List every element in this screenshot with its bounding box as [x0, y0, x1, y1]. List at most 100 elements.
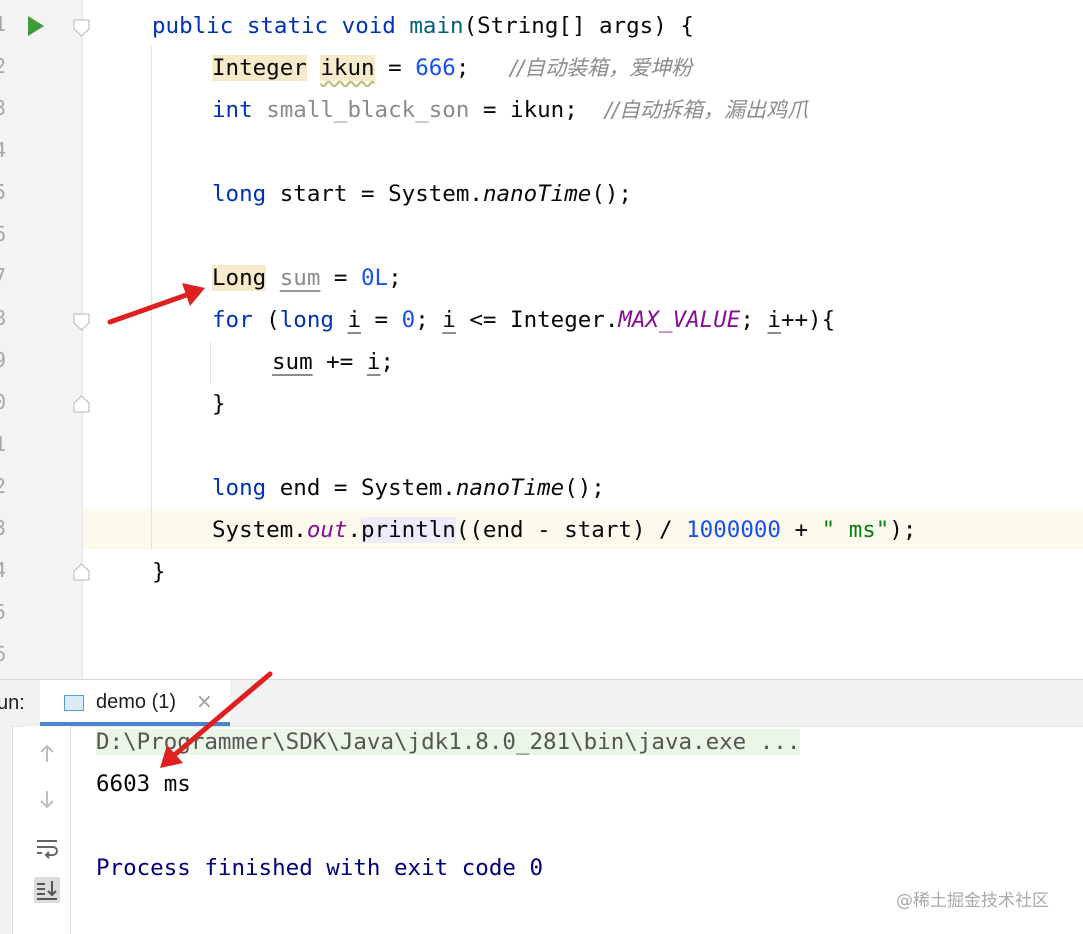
code-text: end = System. [266, 475, 456, 501]
console-command-line: D:\Programmer\SDK\Java\jdk1.8.0_281\bin\… [96, 729, 801, 755]
indent-guide [151, 46, 152, 550]
code-comment: //自动拆箱，漏出鸡爪 [604, 98, 809, 122]
line-number: 9 [0, 348, 7, 372]
code-text: ); [889, 517, 917, 543]
method-name: println [361, 517, 456, 543]
arrow-down-icon[interactable] [34, 786, 60, 812]
code-text: ((end - start) / [455, 517, 687, 543]
tab-demo[interactable]: demo (1) × [40, 680, 230, 726]
code-line: long start = System.nanoTime(); [212, 173, 632, 215]
keyword: for [212, 307, 253, 333]
line-number: 4 [0, 138, 7, 162]
variable-name: sum [279, 265, 321, 291]
run-gutter-icon[interactable] [28, 16, 44, 36]
run-label: un: [0, 692, 25, 714]
line-number: 3 [0, 516, 7, 540]
current-line-highlight [82, 509, 1083, 550]
line-number: 0 [0, 390, 7, 414]
code-comment: //自动装箱，爱坤粉 [510, 56, 693, 80]
line-number: 2 [0, 54, 7, 78]
scroll-to-end-icon[interactable] [34, 877, 60, 903]
constant-name: MAX_VALUE [618, 307, 741, 333]
editor-gutter: 1 2 3 4 5 6 7 8 9 0 1 2 3 4 5 6 [0, 0, 83, 679]
line-number: 5 [0, 180, 7, 204]
line-number: 3 [0, 96, 7, 120]
tab-label: demo (1) [96, 691, 177, 713]
code-text: ; [740, 307, 768, 333]
code-text: ; [380, 349, 394, 375]
console-output-line: 6603 ms [96, 771, 191, 797]
method-name: nanoTime [455, 475, 565, 501]
code-text: = [374, 55, 416, 81]
code-text: = ikun; [469, 97, 578, 123]
code-text: <= Integer. [455, 307, 619, 333]
code-line: System.out.println((end - start) / 10000… [212, 509, 916, 551]
run-left-toolbar [0, 726, 13, 934]
fold-open-icon[interactable] [73, 19, 90, 37]
number-literal: 666 [415, 55, 456, 81]
keyword: int [212, 97, 253, 123]
code-text: = [320, 265, 362, 291]
code-text: (String[] args) { [463, 13, 694, 39]
arrow-up-icon[interactable] [34, 741, 60, 767]
console-icon [64, 695, 84, 711]
fold-close-icon[interactable] [73, 563, 90, 581]
line-number: 1 [0, 432, 7, 456]
code-line: int small_black_son = ikun; //自动拆箱，漏出鸡爪 [212, 89, 808, 131]
variable-name: sum [272, 349, 313, 375]
number-literal: 0 [401, 307, 416, 333]
code-text: start = System. [266, 181, 483, 207]
keyword: long [212, 181, 267, 207]
keyword: long [212, 475, 267, 501]
keyword: public [152, 13, 234, 39]
code-editor[interactable]: 1 2 3 4 5 6 7 8 9 0 1 2 3 4 5 6 public s… [0, 0, 1083, 679]
method-name: main [409, 13, 464, 39]
code-text: + [780, 517, 822, 543]
code-text: } [212, 391, 226, 417]
line-number: 6 [0, 222, 7, 246]
line-number: 1 [0, 12, 7, 36]
code-text: ( [252, 307, 280, 333]
number-literal: 0L [361, 265, 389, 291]
type-name: Integer [212, 55, 307, 81]
code-text [334, 307, 348, 333]
fold-open-icon[interactable] [73, 313, 90, 331]
variable-name: i [442, 307, 456, 333]
code-line: public static void main(String[] args) { [152, 5, 694, 47]
code-text: (); [564, 475, 605, 501]
keyword: static [246, 13, 329, 39]
variable-name: i [347, 307, 362, 333]
code-text: += [312, 349, 367, 375]
method-name: nanoTime [482, 181, 592, 207]
keyword: long [279, 307, 334, 333]
variable-name: ikun [320, 55, 375, 81]
type-name: Long [212, 265, 267, 291]
code-text: } [152, 559, 166, 585]
string-literal: " ms" [821, 517, 890, 543]
line-number: 7 [0, 264, 7, 288]
code-line: } [152, 551, 166, 593]
code-text: System. [212, 517, 307, 543]
line-number: 2 [0, 474, 7, 498]
fold-close-icon[interactable] [73, 395, 90, 413]
line-number: 8 [0, 306, 7, 330]
close-icon[interactable]: × [196, 689, 213, 713]
console-process-line: Process finished with exit code 0 [96, 855, 544, 881]
variable-name: small_black_son [266, 97, 470, 123]
line-number: 6 [0, 642, 7, 666]
keyword: void [341, 13, 396, 39]
code-text: ; [388, 265, 402, 291]
line-number: 5 [0, 600, 7, 624]
line-number: 4 [0, 558, 7, 582]
soft-wrap-icon[interactable] [34, 834, 60, 860]
run-tool-header: un: demo (1) × [0, 680, 1083, 727]
code-line: Integer ikun = 666; //自动装箱，爱坤粉 [212, 47, 692, 89]
code-line: } [212, 383, 226, 425]
number-literal: 1000000 [686, 517, 781, 543]
code-text: = [361, 307, 402, 333]
indent-guide [210, 342, 211, 384]
code-text: ; [455, 55, 470, 81]
code-line: for (long i = 0; i <= Integer.MAX_VALUE;… [212, 299, 835, 341]
watermark: @稀土掘金技术社区 [896, 891, 1049, 911]
code-line: Long sum = 0L; [212, 257, 402, 299]
